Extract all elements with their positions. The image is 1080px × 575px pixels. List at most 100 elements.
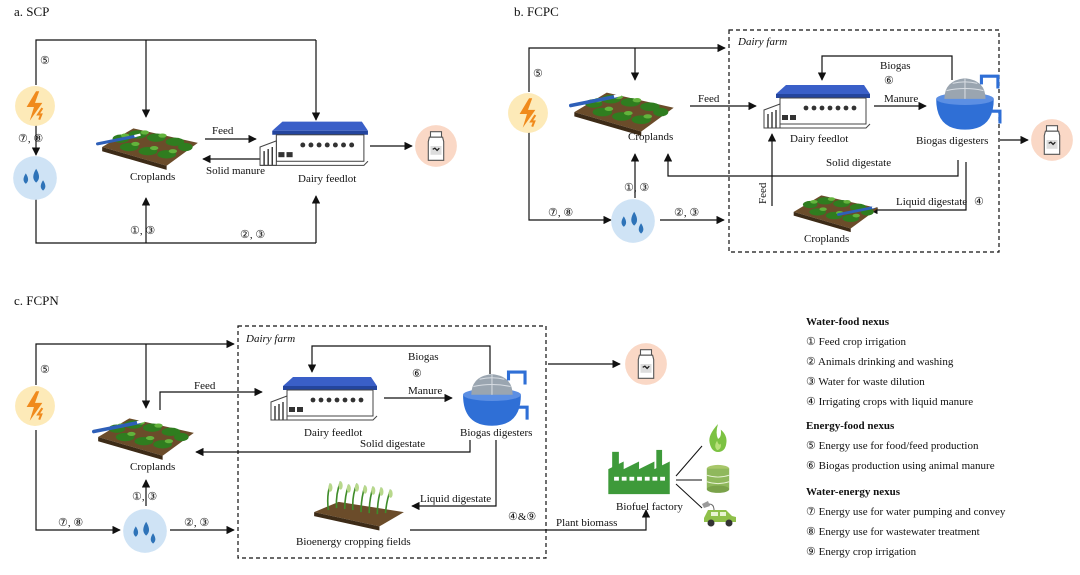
panel-c-factory-link-flame — [675, 445, 703, 477]
dairy-feedlot-icon — [270, 376, 378, 421]
panel-a-scp: a. SCP ⑤ ⑦, ⑧ Feed Solid manure Cropland… — [13, 4, 458, 244]
panel-c-solid-digestate-arrow — [195, 440, 471, 457]
panel-c-drinking-label: ②, ③ — [184, 517, 209, 529]
panel-c-feed-arrow — [159, 387, 263, 410]
panel-c-energy-label: ⑤ — [40, 364, 50, 376]
panel-b-biogas-arrow — [817, 55, 953, 81]
water-drops-icon — [123, 509, 167, 553]
panel-a-energy-line — [35, 39, 316, 85]
panel-a-energy-label: ⑤ — [40, 55, 50, 67]
panel-c-biofuel-factory-label: Biofuel factory — [616, 501, 683, 513]
water-drops-icon — [611, 199, 655, 243]
legend-item: ⑨ Energy crop irrigation — [806, 546, 917, 558]
panel-c-feedlot-label: Dairy feedlot — [304, 427, 362, 439]
lightning-icon — [14, 385, 56, 427]
croplands-icon — [574, 92, 674, 136]
panel-c-liquid-digestate-label: Liquid digestate — [420, 493, 491, 505]
dairy-feedlot-icon — [763, 84, 871, 129]
panel-c-plant-biomass-label: Plant biomass — [556, 517, 617, 529]
panel-a-feed-label: Feed — [212, 125, 234, 137]
legend-item: ⑧ Energy use for wastewater treatment — [806, 526, 980, 538]
panel-b-biogas-label: Biogas — [880, 60, 911, 72]
water-drops-icon — [13, 156, 57, 200]
panel-a-croplands-label: Croplands — [130, 171, 175, 183]
panel-a-energy-water-label: ⑦, ⑧ — [18, 133, 43, 145]
panel-c-energy-to-water-arrow — [35, 430, 121, 535]
legend-item: ③ Water for waste dilution — [806, 376, 925, 388]
panel-a-feedlot-label: Dairy feedlot — [298, 173, 356, 185]
panel-b-feed-label: Feed — [698, 93, 720, 105]
panel-c-digesters-label: Biogas digesters — [460, 427, 532, 439]
legend: Water-food nexus ① Feed crop irrigation … — [806, 316, 1006, 558]
panel-c-energy-top-line — [35, 343, 146, 385]
panel-b-manure-label: Manure — [884, 93, 918, 105]
legend-item: ② Animals drinking and washing — [806, 356, 954, 368]
panel-b-liquid-number: ④ — [974, 196, 984, 208]
legend-item: ④ Irrigating crops with liquid manure — [806, 396, 973, 408]
gas-tank-icon — [706, 464, 730, 494]
bioenergy-crop-icon — [313, 480, 405, 532]
milk-bottle-icon — [414, 124, 458, 168]
panel-c-biogas-arrow — [307, 345, 491, 374]
panel-c-liquid-number: ④&⑨ — [508, 511, 536, 523]
panel-a-water-line — [35, 199, 316, 244]
panel-b-energy-top-line — [528, 47, 635, 92]
panel-c-biogas-number: ⑥ — [412, 368, 422, 380]
legend-item: ⑤ Energy use for food/feed production — [806, 440, 979, 452]
dairy-feedlot-icon — [259, 120, 369, 167]
croplands-icon — [793, 195, 879, 233]
panel-b-solid-digestate-arrow — [663, 153, 959, 177]
legend-item: ⑦ Energy use for water pumping and conve… — [806, 506, 1006, 518]
panel-b-drinking-label: ②, ③ — [674, 207, 699, 219]
panel-c-croplands-label: Croplands — [130, 461, 175, 473]
panel-b-irrigation-label: ①, ③ — [624, 182, 649, 194]
electric-car-icon — [701, 500, 737, 527]
panel-c-biogas-label: Biogas — [408, 351, 439, 363]
lightning-icon — [507, 92, 549, 134]
panel-b-digesters-label: Biogas digesters — [916, 135, 988, 147]
panel-b-energy-water-label: ⑦, ⑧ — [548, 207, 573, 219]
panel-c-title: c. FCPN — [14, 293, 59, 308]
panel-b-energy-to-water-arrow — [528, 132, 612, 225]
croplands-icon — [98, 418, 194, 460]
panel-c-liquid-digestate-arrow — [411, 440, 497, 511]
panel-c-irrigation-label: ①, ③ — [132, 491, 157, 503]
milk-bottle-icon — [624, 342, 668, 386]
milk-bottle-icon — [1030, 118, 1074, 162]
flame-icon — [709, 424, 727, 452]
biofuel-factory-icon — [608, 449, 670, 495]
panel-c-solid-digestate-label: Solid digestate — [360, 438, 425, 450]
panel-c-energy-water-label: ⑦, ⑧ — [58, 517, 83, 529]
panel-a-solid-manure-label: Solid manure — [206, 165, 265, 177]
legend-water-food-heading: Water-food nexus — [806, 316, 890, 328]
panel-b-liquid-digestate-arrow — [869, 162, 967, 215]
legend-energy-food-heading: Energy-food nexus — [806, 420, 895, 432]
panel-b-fcpc: b. FCPC Dairy farm ⑤ Feed Bio — [507, 4, 1074, 253]
panel-b-feed-vertical-label: Feed — [757, 182, 769, 204]
panel-b-dairy-farm-box — [728, 29, 1000, 253]
panel-c-dairy-farm-label: Dairy farm — [245, 333, 295, 345]
panel-b-biogas-number: ⑥ — [884, 75, 894, 87]
legend-water-energy-heading: Water-energy nexus — [806, 486, 901, 498]
panel-c-plant-biomass-arrow — [410, 509, 651, 531]
lightning-icon — [14, 85, 56, 127]
legend-item: ⑥ Biogas production using animal manure — [806, 460, 995, 472]
panel-b-energy-label: ⑤ — [533, 68, 543, 80]
panel-b-solid-digestate-label: Solid digestate — [826, 157, 891, 169]
panel-b-dairy-farm-label: Dairy farm — [737, 36, 787, 48]
biogas-digester-icon — [934, 74, 1002, 132]
panel-b-feedlot-label: Dairy feedlot — [790, 133, 848, 145]
panel-c-manure-label: Manure — [408, 385, 442, 397]
panel-b-croplands-label: Croplands — [628, 131, 673, 143]
panel-a-irrigation-label: ①, ③ — [130, 225, 155, 237]
panel-b-title: b. FCPC — [514, 4, 559, 19]
croplands-icon — [102, 128, 198, 170]
legend-item: ① Feed crop irrigation — [806, 336, 906, 348]
panel-c-bioenergy-label: Bioenergy cropping fields — [296, 536, 411, 548]
panel-b-croplands2-label: Croplands — [804, 233, 849, 245]
panel-c-fcpn: c. FCPN Dairy farm — [14, 293, 737, 559]
panel-a-drinking-label: ②, ③ — [240, 229, 265, 241]
panel-c-dairy-farm-box — [237, 325, 547, 559]
panel-c-factory-link-car — [675, 483, 703, 509]
